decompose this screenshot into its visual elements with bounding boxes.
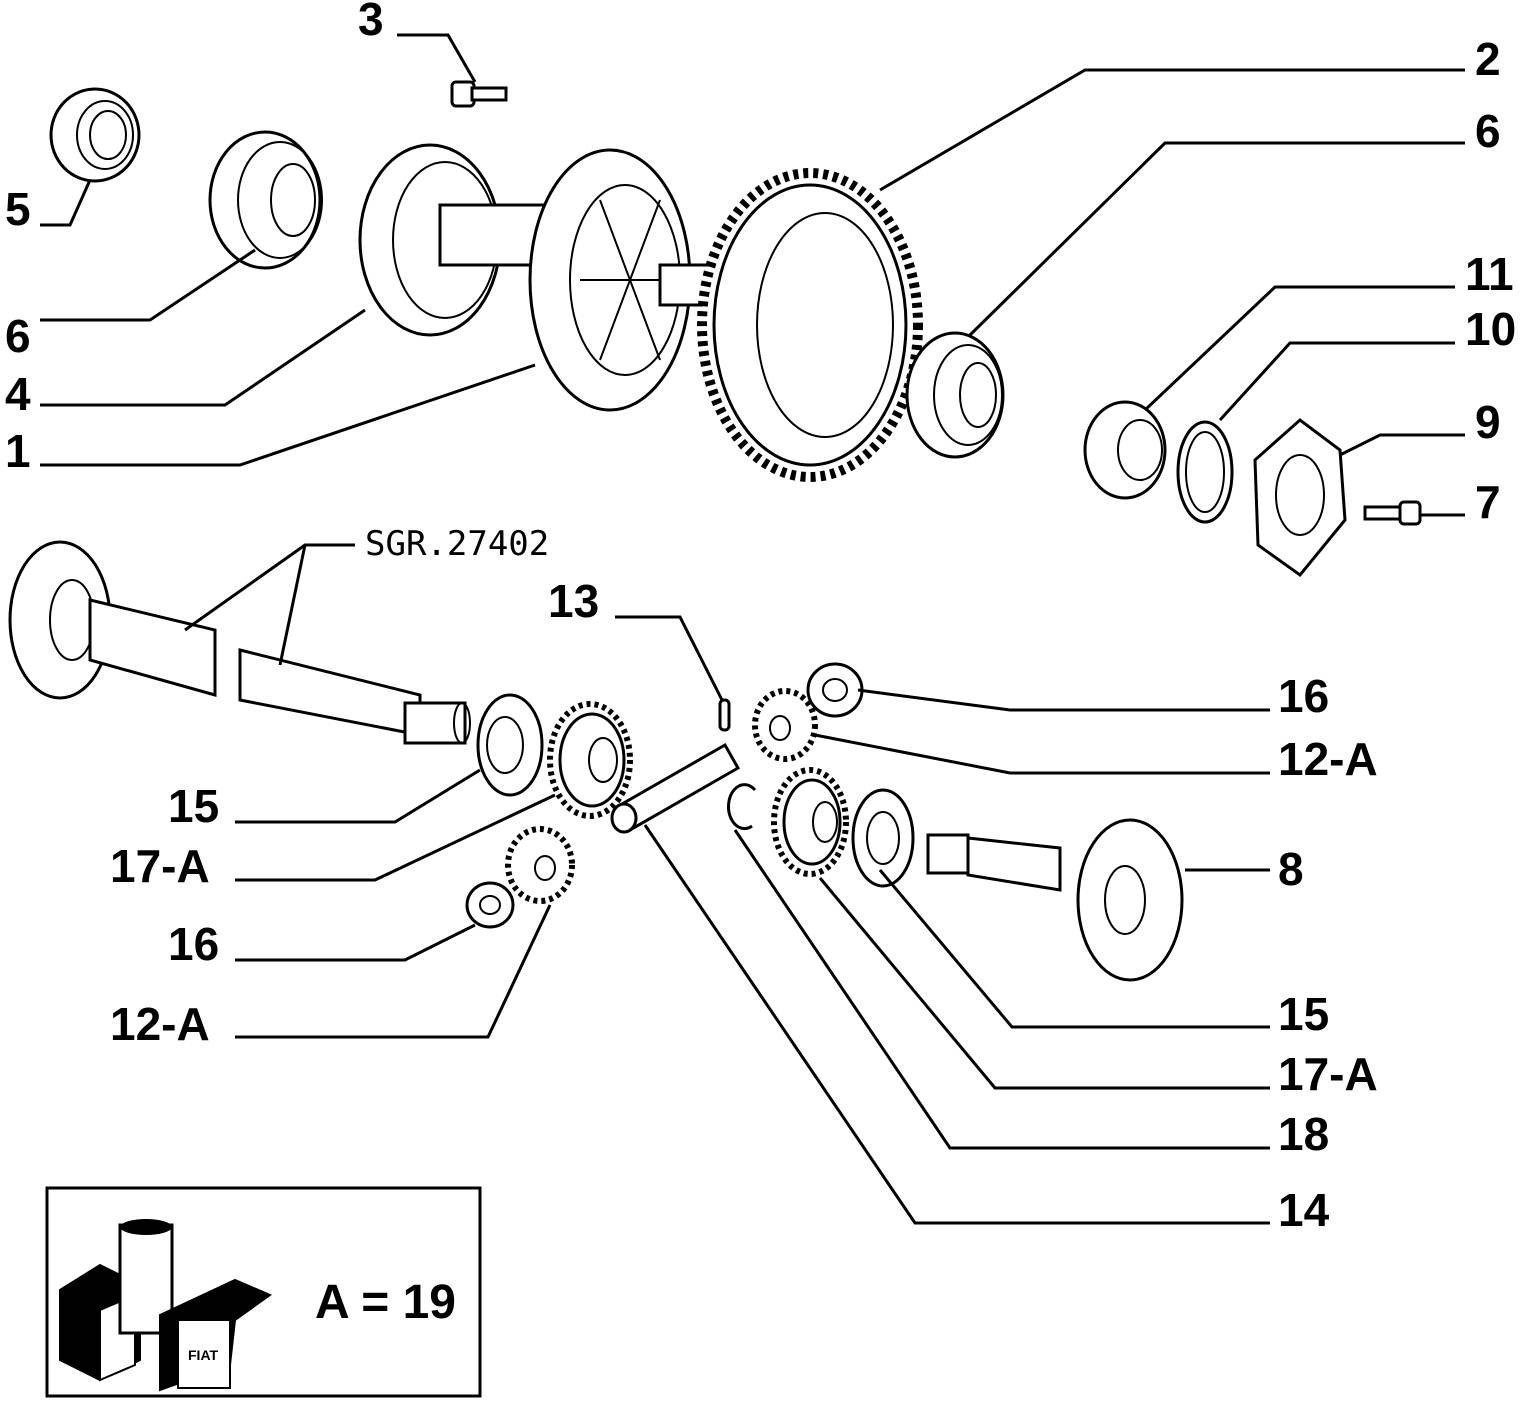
callout-16-left: 16 <box>168 918 219 970</box>
part-12a-pinion-left <box>505 826 575 904</box>
callout-1: 1 <box>5 425 31 477</box>
part-14-shaft <box>610 742 741 834</box>
part-8-output-shaft <box>926 818 1184 982</box>
part-15-washer-right <box>851 788 915 888</box>
callout-17a-left: 17-A <box>110 840 210 892</box>
leader-lines <box>40 33 1465 1225</box>
callout-16-right: 16 <box>1278 670 1329 722</box>
callout-17a-right: 17-A <box>1278 1048 1378 1100</box>
part-13-pin <box>718 698 731 732</box>
logo-text: FIAT <box>188 1347 219 1363</box>
part-9-flange <box>1253 418 1347 578</box>
part-3-bolt <box>450 80 508 108</box>
part-5-oil-seal <box>49 87 141 183</box>
part-2-ring-gear <box>697 168 923 482</box>
callout-9: 9 <box>1475 396 1501 448</box>
part-16-washer-right <box>806 662 864 718</box>
callout-15-right: 15 <box>1278 988 1329 1040</box>
callout-6-right: 6 <box>1475 105 1501 157</box>
callout-6-left: 6 <box>5 310 31 362</box>
callout-15-left: 15 <box>168 780 219 832</box>
part-6-bearing-right <box>905 331 1005 459</box>
callout-7: 7 <box>1475 476 1501 528</box>
callout-12a-left: 12-A <box>110 998 210 1050</box>
fiat-parts-logo: FIAT <box>59 1219 273 1392</box>
part-12a-pinion-right <box>752 688 818 762</box>
callout-18: 18 <box>1278 1108 1329 1160</box>
callout-10: 10 <box>1465 303 1516 355</box>
callout-14: 14 <box>1278 1184 1330 1236</box>
part-11-bearing-cup <box>1083 400 1167 500</box>
part-7-bolt <box>1363 500 1422 526</box>
part-6-bearing-left <box>208 130 323 270</box>
legend-box: FIAT A = 19 <box>45 1186 482 1398</box>
part-10-shim <box>1176 420 1234 524</box>
legend-text: A = 19 <box>315 1276 456 1329</box>
callout-labels: 3 5 6 4 1 2 6 11 10 9 7 SGR.27402 13 16 … <box>5 0 1516 1236</box>
part-16-washer-left <box>465 881 515 929</box>
part-17a-gear-right <box>771 767 849 877</box>
callout-4: 4 <box>5 368 31 420</box>
part-17a-gear-left <box>547 701 633 819</box>
part-18-snap-ring <box>726 783 757 831</box>
callout-8: 8 <box>1278 843 1304 895</box>
callout-11: 11 <box>1465 248 1514 300</box>
callout-2: 2 <box>1475 33 1501 85</box>
callout-5: 5 <box>5 183 31 235</box>
reference-code: SGR.27402 <box>365 524 549 564</box>
callout-3: 3 <box>358 0 384 45</box>
callout-12a-right: 12-A <box>1278 733 1378 785</box>
part-1-differential-housing <box>438 148 732 412</box>
callout-13: 13 <box>548 575 599 627</box>
part-15-washer-left <box>476 693 544 797</box>
axle-shaft-left <box>8 540 471 745</box>
